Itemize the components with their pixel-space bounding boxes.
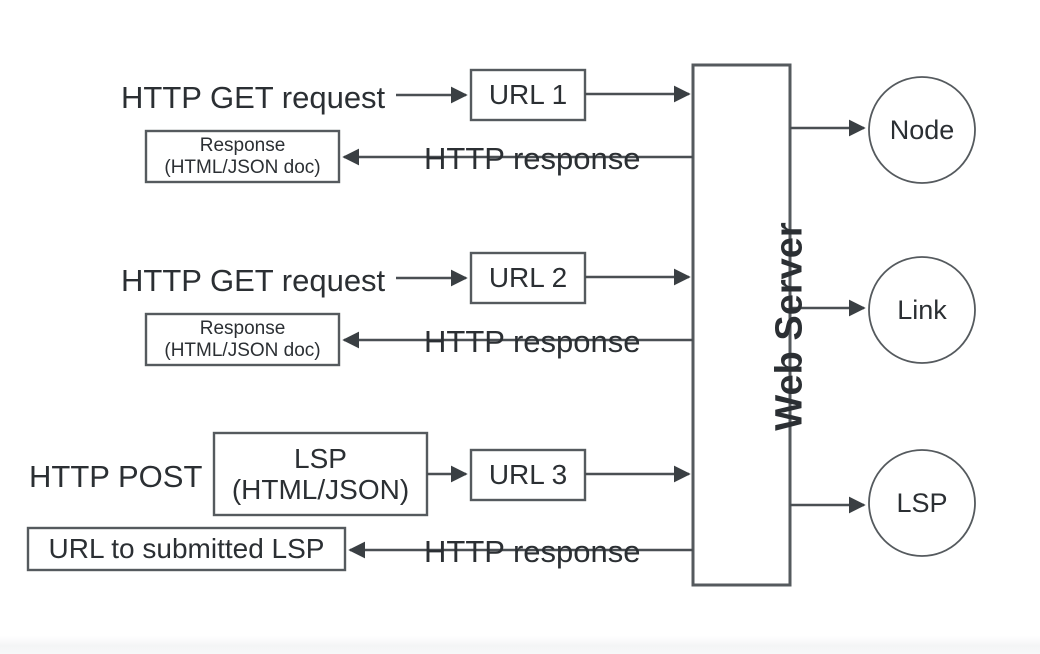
resource-lsp-label: LSP xyxy=(896,487,948,518)
submitted-lsp-url-label: URL to submitted LSP xyxy=(48,533,325,565)
url-2-label-wrap: URL 2 xyxy=(473,255,583,301)
lsp-payload-label-wrap: LSP (HTML/JSON) xyxy=(216,435,425,513)
resource-lsp-circle xyxy=(868,449,976,557)
flow-2-response-box-line2: (HTML/JSON doc) xyxy=(164,339,321,361)
resource-link-label-wrap: Link xyxy=(869,257,975,363)
web-server-label: Web Server xyxy=(768,222,811,431)
flow-1-response-label: HTTP response xyxy=(424,141,641,176)
submitted-lsp-url-label-wrap: URL to submitted LSP xyxy=(30,530,343,568)
flow-1-request-label: HTTP GET request xyxy=(118,80,389,116)
resource-node-label: Node xyxy=(889,114,955,145)
flow-1-response-box-line2: (HTML/JSON doc) xyxy=(164,156,321,178)
flow-1-response-box-line1: Response xyxy=(199,135,286,157)
url-2-label: URL 2 xyxy=(488,262,568,294)
page-bottom-edge xyxy=(0,636,1040,654)
flow-3-response-label: HTTP response xyxy=(424,534,641,569)
resource-link-circle xyxy=(868,256,976,364)
url-1-label: URL 1 xyxy=(488,79,568,111)
resource-node-circle xyxy=(868,76,976,184)
lsp-payload-line1: LSP xyxy=(294,442,347,474)
web-server-box xyxy=(691,63,792,587)
flow-3-request-label: HTTP POST xyxy=(26,459,206,495)
flow-2-request-label: HTTP GET request xyxy=(118,263,389,299)
flow-2-response-box-line1: Response xyxy=(199,318,286,340)
resource-link-label: Link xyxy=(897,294,947,325)
flow-2-response-label: HTTP response xyxy=(424,324,641,359)
url-1-label-wrap: URL 1 xyxy=(473,72,583,118)
resource-node-label-wrap: Node xyxy=(869,77,975,183)
flow-2-response-box: Response (HTML/JSON doc) xyxy=(148,316,337,363)
url-3-label-wrap: URL 3 xyxy=(473,452,583,498)
resource-lsp-label-wrap: LSP xyxy=(869,450,975,556)
url-3-label: URL 3 xyxy=(488,459,568,491)
flow-1-response-box: Response (HTML/JSON doc) xyxy=(148,133,337,180)
lsp-payload-line2: (HTML/JSON) xyxy=(231,474,410,505)
